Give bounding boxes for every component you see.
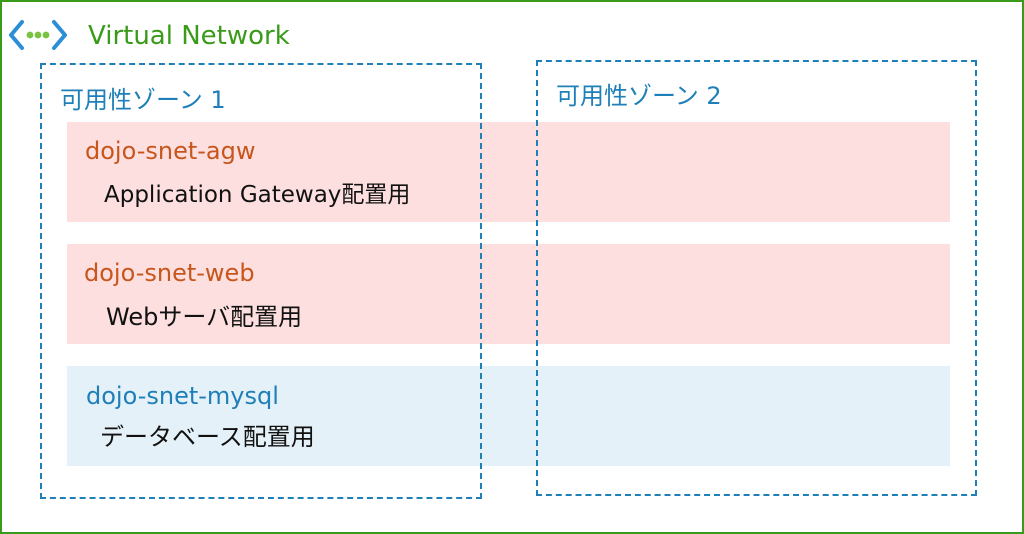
subnet-mysql-description: データベース配置用: [100, 423, 315, 451]
subnet-mysql-band: [67, 366, 950, 466]
virtual-network-title: Virtual Network: [88, 21, 290, 51]
zone-2-label: 可用性ゾーン 2: [556, 82, 722, 110]
availability-zone-2: [536, 60, 977, 496]
subnet-web-name: dojo-snet-web: [84, 259, 255, 287]
subnet-agw-description: Application Gateway配置用: [104, 182, 411, 208]
virtual-network-icon: [9, 20, 67, 50]
subnet-web-description: Webサーバ配置用: [106, 303, 303, 331]
availability-zone-1: [40, 63, 482, 499]
subnet-mysql-name: dojo-snet-mysql: [86, 382, 279, 410]
zone-1-label: 可用性ゾーン 1: [60, 86, 226, 114]
subnet-agw-band: [67, 122, 950, 222]
subnet-agw-name: dojo-snet-agw: [85, 137, 256, 165]
subnet-web-band: [67, 244, 950, 344]
